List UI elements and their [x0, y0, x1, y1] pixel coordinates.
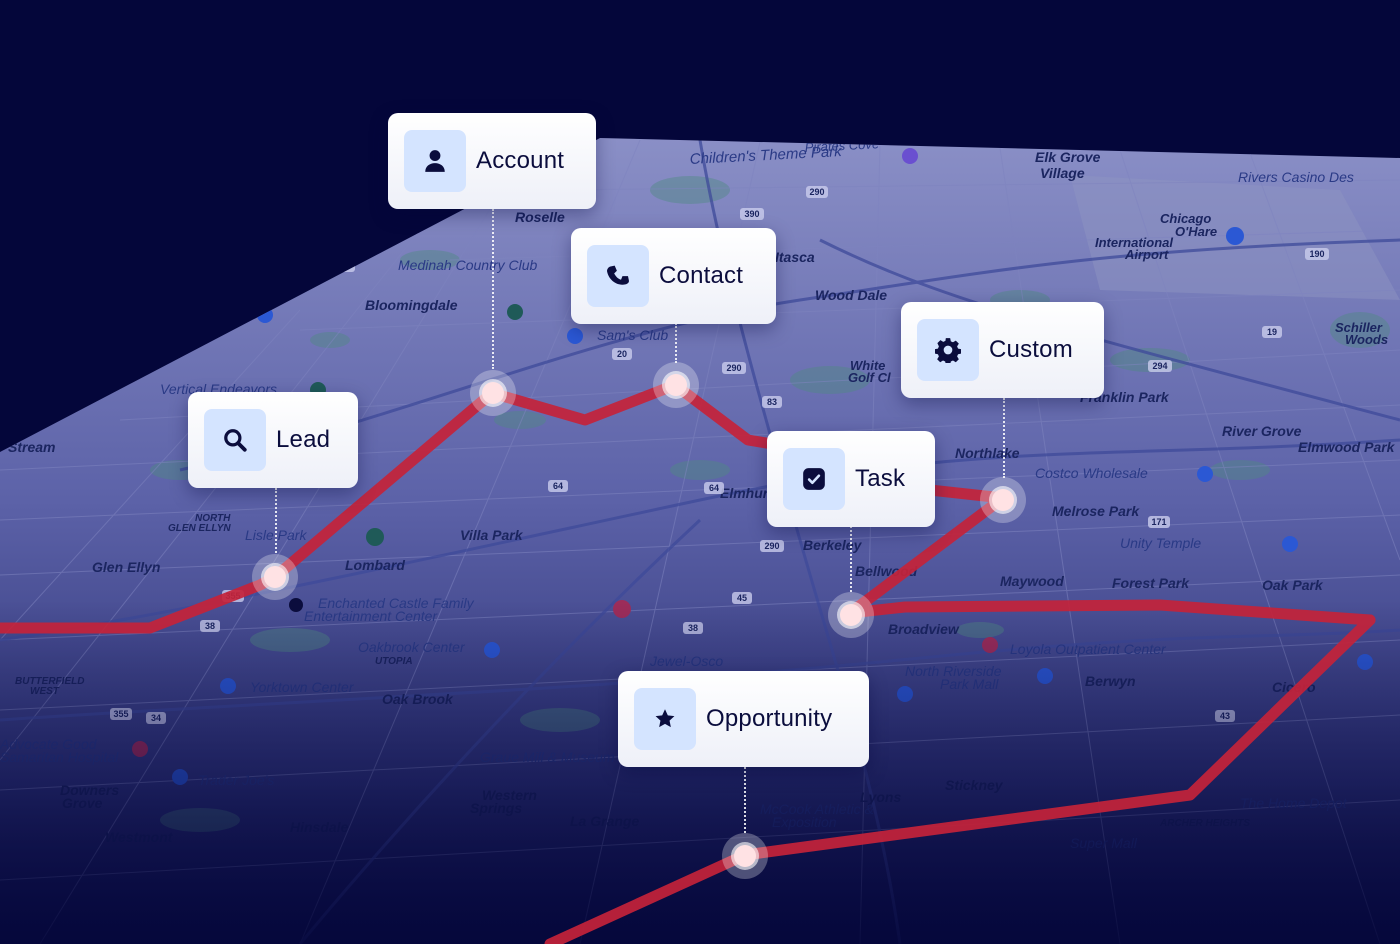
lead-label: Lead: [276, 426, 331, 453]
map-fade: [0, 600, 1400, 944]
map-label: Wood Dale: [815, 287, 887, 303]
map-label: Lombard: [345, 557, 405, 573]
svg-text:64: 64: [709, 483, 719, 493]
map-label: Stream: [8, 439, 55, 455]
map-label: Elmhurst: [720, 485, 782, 501]
map-label: GLEN ELLYN: [168, 523, 231, 534]
map-label: Sam's Club: [597, 327, 668, 343]
map-label: Elk Grove: [1035, 149, 1101, 165]
phone-icon: [587, 245, 649, 307]
person-icon: [404, 130, 466, 192]
opportunity-label: Opportunity: [706, 705, 833, 732]
svg-text:20: 20: [617, 349, 627, 359]
map-label: Unity Temple: [1120, 535, 1201, 551]
map-label: Itasca: [775, 249, 815, 265]
task-node[interactable]: [828, 592, 874, 638]
map-label: Market: [180, 309, 224, 325]
gear-icon: [917, 319, 979, 381]
map-label: Berkeley: [803, 537, 863, 553]
map-label: Elmwood Park: [1298, 439, 1396, 455]
account-connector: [492, 209, 494, 369]
lead-card[interactable]: Lead: [188, 392, 358, 488]
map-label: Villa Park: [460, 527, 524, 543]
map-label: O'Hare: [1175, 224, 1217, 239]
map-label: Rivers Casino Des: [1238, 169, 1354, 185]
map-label: Oak Park: [1262, 577, 1324, 593]
account-label: Account: [476, 147, 565, 174]
map-label: Woods: [1345, 332, 1388, 347]
contact-card[interactable]: Contact: [571, 228, 776, 324]
contact-connector: [675, 323, 677, 363]
map-label: Chicago: [1160, 211, 1211, 226]
svg-text:190: 190: [1309, 249, 1324, 259]
svg-text:171: 171: [1151, 517, 1166, 527]
map-label: Costco Wholesale: [1035, 465, 1148, 481]
svg-text:294: 294: [1152, 361, 1167, 371]
search-icon: [204, 409, 266, 471]
custom-card[interactable]: Custom: [901, 302, 1104, 398]
star-icon: [634, 688, 696, 750]
map-label: Medinah Country Club: [398, 257, 538, 273]
map-label: Airport: [1124, 247, 1169, 262]
svg-text:290: 290: [726, 363, 741, 373]
svg-text:390: 390: [744, 209, 759, 219]
opportunity-node[interactable]: [722, 833, 768, 879]
map-label: Village: [1040, 165, 1085, 181]
checkbox-icon: [783, 448, 845, 510]
contact-label: Contact: [659, 262, 744, 289]
svg-text:45: 45: [737, 593, 747, 603]
opportunity-connector: [744, 767, 746, 833]
custom-label: Custom: [989, 336, 1073, 363]
map-label: Forest Park: [1112, 575, 1190, 591]
svg-text:290: 290: [764, 541, 779, 551]
map-label: Melrose Park: [1052, 503, 1140, 519]
map-label: NORTH: [195, 513, 231, 524]
svg-text:83: 83: [767, 397, 777, 407]
lead-node[interactable]: [252, 554, 298, 600]
lead-connector: [275, 488, 277, 553]
map-label: Schiller: [1335, 320, 1383, 335]
opportunity-card[interactable]: Opportunity: [618, 671, 869, 767]
map-label: Roselle: [515, 209, 565, 225]
account-card[interactable]: Account: [388, 113, 596, 209]
svg-text:64: 64: [553, 481, 563, 491]
svg-text:20: 20: [340, 261, 350, 271]
map-label: Golf Cl: [848, 370, 891, 385]
account-node[interactable]: [470, 370, 516, 416]
svg-text:19: 19: [1267, 327, 1277, 337]
task-label: Task: [855, 465, 906, 492]
task-card[interactable]: Task: [767, 431, 935, 527]
task-connector: [850, 526, 852, 592]
map-label: River Grove: [1222, 423, 1302, 439]
custom-connector: [1003, 398, 1005, 478]
map-label: White: [850, 358, 885, 373]
contact-node[interactable]: [653, 362, 699, 408]
map-label: Bloomingdale: [365, 297, 458, 313]
map-label: Maywood: [1000, 573, 1064, 589]
map-label: Northlake: [955, 445, 1020, 461]
custom-node[interactable]: [980, 477, 1026, 523]
svg-text:290: 290: [809, 187, 824, 197]
map-label: Glen Ellyn: [92, 559, 160, 575]
map-label: International: [1095, 235, 1173, 250]
